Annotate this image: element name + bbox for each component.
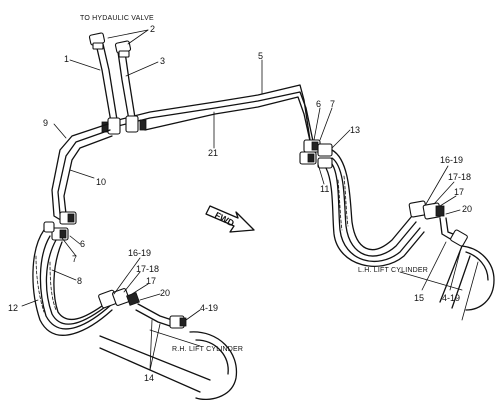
- callout-labels: 1 2 3 5 6 7 9 10 11 13 21 6 7 8 12 16-19…: [8, 24, 472, 383]
- callout-12: 12: [8, 303, 18, 313]
- callout-14: 14: [144, 373, 154, 383]
- callout-17-right: 17: [454, 187, 464, 197]
- callout-1: 1: [64, 54, 69, 64]
- rh-cylinder-fittings: [98, 288, 187, 329]
- callout-17-18-left: 17-18: [136, 264, 159, 274]
- callout-7-lower: 7: [72, 254, 77, 264]
- leader-lines: [21, 29, 463, 371]
- right-hoses: [325, 149, 425, 267]
- callout-4-19-left: 4-19: [200, 303, 218, 313]
- lh-cylinder-fittings: [408, 200, 468, 247]
- callout-8: 8: [77, 276, 82, 286]
- callout-16-19-left: 16-19: [128, 248, 151, 258]
- callout-5: 5: [258, 51, 263, 61]
- callout-6-upper: 6: [316, 99, 321, 109]
- caption-lh-lift-cylinder: L.H. LIFT CYLINDER: [358, 267, 428, 274]
- callout-13: 13: [350, 125, 360, 135]
- callout-7-upper: 7: [330, 99, 335, 109]
- callout-2: 2: [150, 24, 155, 34]
- left-hoses: [32, 229, 117, 336]
- callout-11: 11: [320, 184, 329, 194]
- fwd-arrow: FWD: [205, 205, 255, 233]
- callout-16-19-right: 16-19: [440, 155, 463, 165]
- valve-tubes: [95, 43, 137, 129]
- callout-20-left: 20: [160, 288, 170, 298]
- callout-17-left: 17: [146, 276, 156, 286]
- callout-10: 10: [96, 177, 106, 187]
- callout-20-right: 20: [462, 204, 472, 214]
- left-tube-bundle: [51, 123, 113, 223]
- valve-fittings: [88, 32, 132, 58]
- callout-4-19-right: 4-19: [442, 293, 460, 303]
- callout-9: 9: [43, 118, 48, 128]
- callout-6-lower: 6: [80, 239, 85, 249]
- callout-15: 15: [414, 293, 424, 303]
- caption-rh-lift-cylinder: R.H. LIFT CYLINDER: [172, 346, 243, 353]
- callout-17-18-right: 17-18: [448, 172, 471, 182]
- callout-3: 3: [160, 56, 165, 66]
- rh-lift-cylinder: [99, 329, 238, 401]
- main-tube-bundle: [109, 84, 315, 151]
- tube-clamp-cluster: [101, 115, 147, 135]
- right-upper-fittings: [299, 139, 333, 169]
- callout-21: 21: [208, 148, 218, 158]
- lh-lift-cylinder: [439, 245, 495, 321]
- left-fittings: [43, 211, 77, 241]
- caption-to-hydraulic-valve: TO HYDAULIC VALVE: [80, 15, 154, 22]
